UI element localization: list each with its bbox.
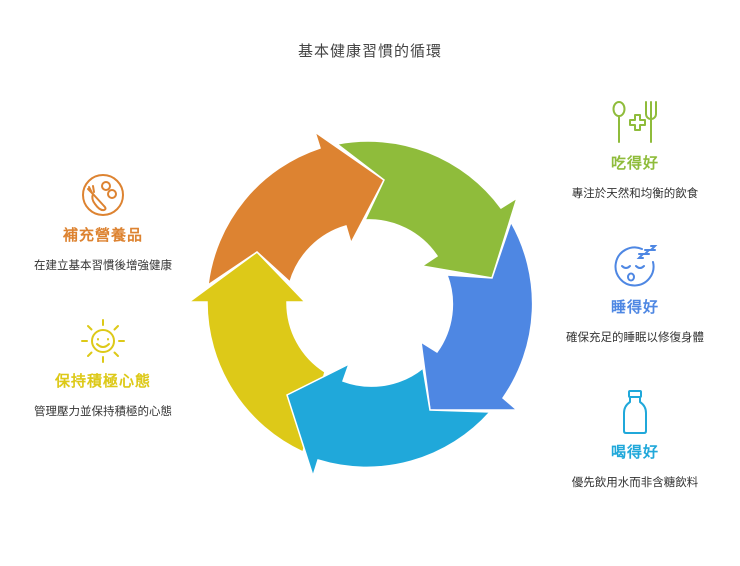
arrow-cyan bbox=[286, 362, 492, 479]
habit-drink-well: 喝得好 優先飲用水而非含糖飲料 bbox=[555, 389, 715, 490]
habit-heading: 喝得好 bbox=[610, 443, 659, 461]
habit-description: 優先飲用水而非含糖飲料 bbox=[571, 475, 699, 489]
habit-description: 管理壓力並保持積極的心態 bbox=[34, 404, 172, 418]
habit-heading: 補充營養品 bbox=[62, 226, 143, 244]
arrow-blue bbox=[420, 220, 534, 411]
habit-description: 確保充足的睡眠以修復身體 bbox=[566, 330, 704, 344]
habit-supplements: 補充營養品 在建立基本習慣後增強健康 bbox=[23, 172, 183, 273]
habit-sleep-well: 睡得好 確保充足的睡眠以修復身體 bbox=[555, 244, 715, 345]
habit-heading: 保持積極心態 bbox=[54, 372, 151, 390]
bottle-icon bbox=[623, 390, 647, 434]
habit-positive-mindset: 保持積極心態 管理壓力並保持積極的心態 bbox=[23, 318, 183, 419]
habit-heading: 吃得好 bbox=[610, 154, 659, 172]
diagram-title: 基本健康習慣的循環 bbox=[297, 42, 442, 60]
habit-description: 專注於天然和均衡的飲食 bbox=[571, 186, 699, 200]
carrot-vegetables-icon bbox=[82, 174, 124, 216]
habit-heading: 睡得好 bbox=[610, 298, 659, 316]
smiling-sun-icon bbox=[81, 319, 125, 363]
cycle-diagram bbox=[186, 130, 534, 479]
spoon-fork-health-icon bbox=[612, 101, 657, 143]
arrow-orange bbox=[207, 130, 385, 287]
habit-description: 在建立基本習慣後增強健康 bbox=[34, 258, 172, 272]
habit-eat-well: 吃得好 專注於天然和均衡的飲食 bbox=[555, 100, 715, 201]
sleeping-face-icon bbox=[614, 245, 658, 287]
arrow-green bbox=[335, 140, 519, 279]
